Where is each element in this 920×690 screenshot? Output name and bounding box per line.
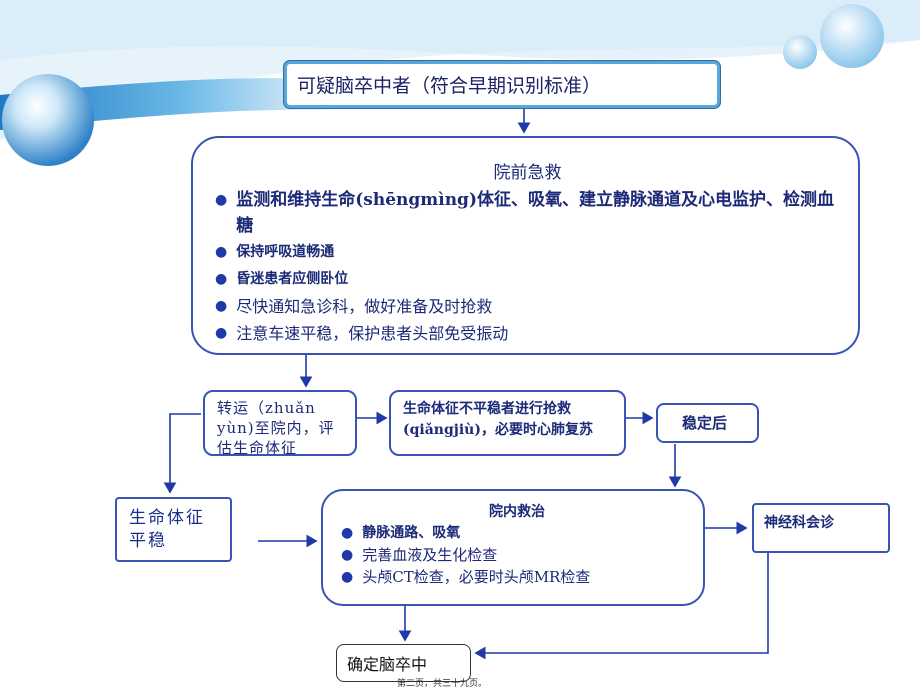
vitals-stable-label: 生命体征平稳 (129, 508, 205, 551)
prehospital-item: ● 监测和维持生命(shēngmìng)体征、吸氧、建立静脉通道及心电监护、检测… (215, 187, 840, 239)
prehospital-heading: 院前急救 (493, 163, 562, 183)
suspected-stroke-box: 可疑脑卒中者（符合早期识别标准） (287, 64, 717, 105)
bullet-icon: ● (215, 298, 228, 314)
inhospital-care-box: 院内救治 ● 静脉通路、吸氧 ● 完善血液及生化检查 ● 头颅CT检查，必要时头… (321, 489, 705, 606)
prehospital-item: ● 注意车速平稳，保护患者头部免受振动 (215, 320, 840, 347)
unstable-rescue-label: 生命体征不平稳者进行抢救(qiǎngjiù)，必要时心肺复苏 (403, 401, 593, 438)
page-footer: 第二页，共三十九页。 (397, 679, 488, 689)
confirm-stroke-box: 确定脑卒中 (336, 644, 471, 682)
neuro-consult-box: 神经科会诊 (752, 503, 890, 553)
inhospital-item: ● 静脉通路、吸氧 (341, 523, 693, 544)
inhospital-item: ● 头颅CT检查，必要时头颅MR检查 (341, 568, 591, 586)
inhospital-item: ● 完善血液及生化检查 (341, 546, 498, 564)
bullet-icon: ● (215, 325, 228, 341)
prehospital-item: ● 昏迷患者应侧卧位 (215, 266, 840, 293)
suspected-stroke-label: 可疑脑卒中者（符合早期识别标准） (297, 75, 602, 97)
prehospital-item: ● 尽快通知急诊科，做好准备及时抢救 (215, 293, 840, 320)
bullet-icon: ● (215, 192, 228, 208)
transfer-label: 转运（zhuǎn yùn)至院内，评估生命体征 (217, 399, 335, 456)
decorative-sphere (2, 74, 94, 166)
arrow-neuro-to-confirm (474, 553, 769, 660)
bullet-icon: ● (215, 271, 228, 287)
bullet-icon: ● (341, 525, 354, 541)
stable-after-box: 稳定后 (656, 403, 759, 443)
bullet-icon: ● (215, 244, 228, 260)
prehospital-item: ● 保持呼吸道畅通 (215, 239, 840, 266)
vitals-stable-box: 生命体征平稳 (115, 497, 232, 562)
bullet-icon: ● (341, 569, 354, 585)
stable-after-label: 稳定后 (682, 414, 728, 432)
prehospital-care-box: 院前急救 ● 监测和维持生命(shēngmìng)体征、吸氧、建立静脉通道及心电… (191, 136, 860, 355)
inhospital-heading: 院内救治 (489, 504, 545, 520)
transfer-box: 转运（zhuǎn yùn)至院内，评估生命体征 (203, 390, 357, 456)
unstable-rescue-box: 生命体征不平稳者进行抢救(qiǎngjiù)，必要时心肺复苏 (389, 390, 626, 456)
neuro-consult-label: 神经科会诊 (764, 515, 834, 531)
arrow-transfer-to-vitals (163, 413, 201, 494)
confirm-stroke-label: 确定脑卒中 (347, 655, 428, 674)
bullet-icon: ● (341, 547, 354, 563)
